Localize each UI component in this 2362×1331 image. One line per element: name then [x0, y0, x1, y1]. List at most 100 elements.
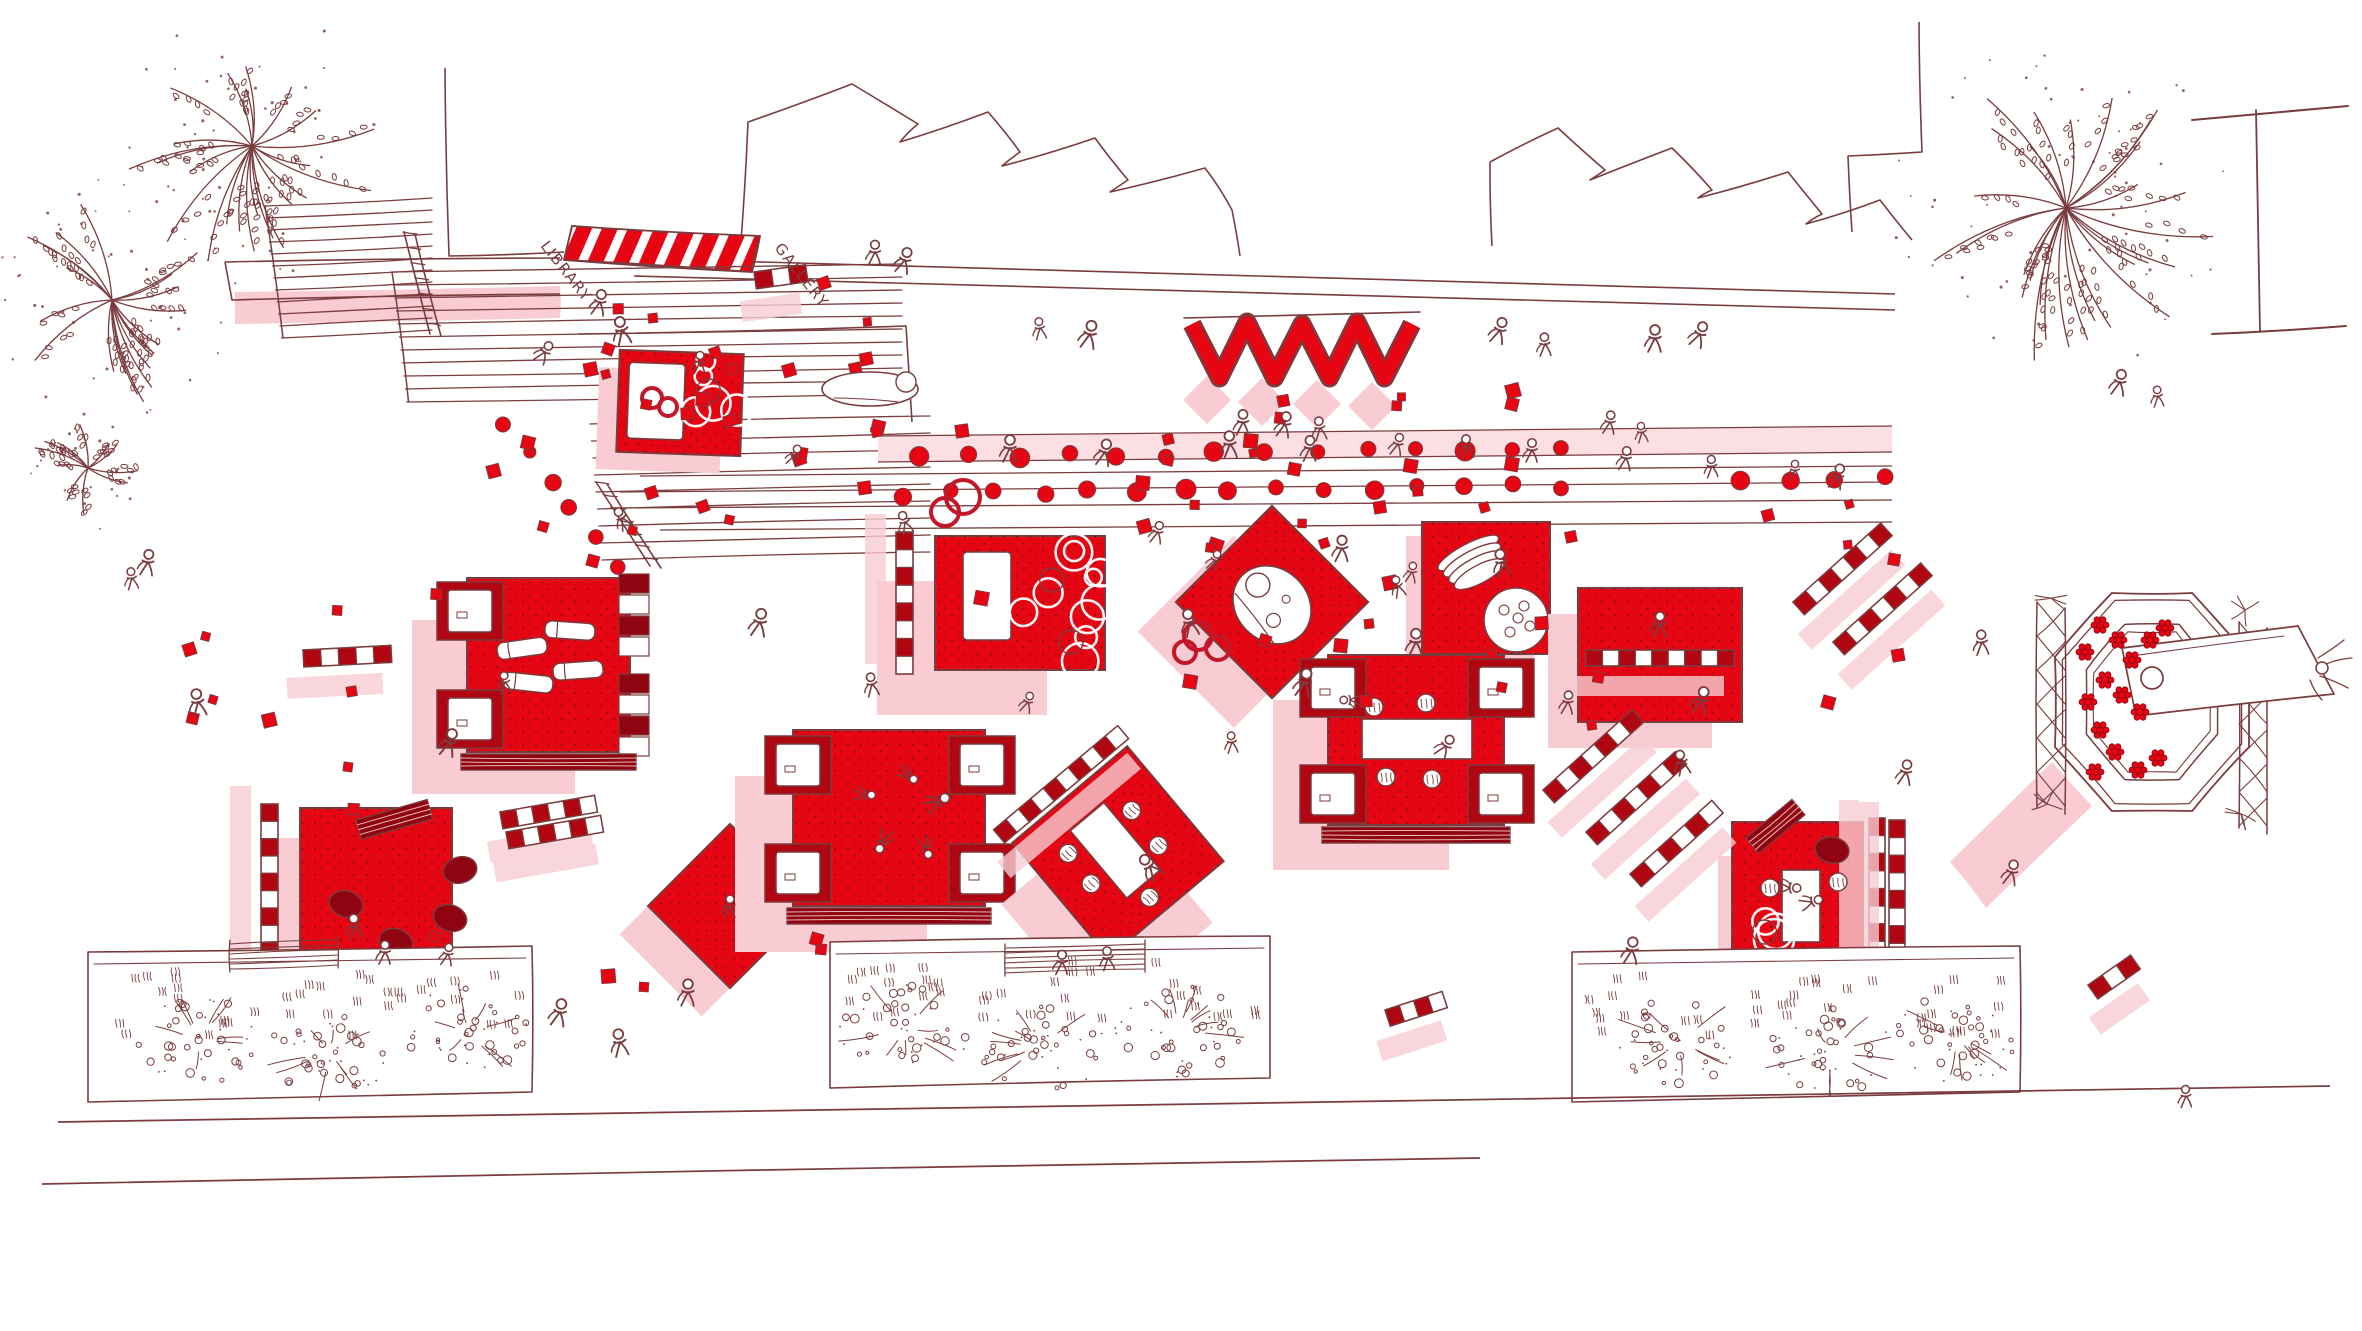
- person-figure: [874, 828, 894, 854]
- person-figure: [588, 289, 607, 317]
- slat-bench: [355, 798, 434, 841]
- person-figure: [1404, 627, 1423, 658]
- person-figure: [438, 942, 454, 967]
- person-figure: [497, 671, 512, 695]
- person-figure: [2108, 368, 2127, 397]
- person-figure: [375, 939, 391, 965]
- tree-sketch: [1894, 54, 2225, 361]
- person-figure: [1273, 411, 1292, 439]
- platform-food-art: [1406, 521, 1551, 668]
- striped-bench: [739, 263, 809, 323]
- striped-bench: [1376, 990, 1449, 1062]
- confetti-squares: [181, 275, 1906, 1001]
- striped-bench: [1541, 708, 1657, 838]
- person-figure: [853, 786, 877, 801]
- striped-bench: [1831, 561, 1946, 690]
- reclining-sculpture: [821, 371, 919, 407]
- person-figure: [346, 913, 364, 941]
- person-figure: [1620, 936, 1639, 966]
- person-figure: [895, 764, 919, 784]
- striped-bench: [1791, 521, 1906, 650]
- tree-sketch: [1, 178, 222, 414]
- striped-bench: [1584, 750, 1700, 880]
- building-outlines: [224, 21, 1923, 423]
- person-figure: [436, 728, 458, 759]
- person-figure: [1032, 317, 1048, 341]
- person-figure: [188, 688, 208, 719]
- person-figure: [2177, 1084, 2193, 1109]
- person-figure: [1522, 437, 1538, 463]
- person-figure: [1487, 316, 1508, 346]
- person-figure: [610, 1028, 630, 1058]
- person-figure: [613, 507, 634, 533]
- person-figure: [690, 350, 706, 375]
- person-figure: [1703, 454, 1719, 479]
- person-figure: [1402, 561, 1418, 584]
- platform-reading: [1273, 654, 1535, 870]
- hula-rings: [640, 386, 1232, 665]
- platform-yoga: [735, 729, 1016, 952]
- striped-bench: [286, 644, 393, 699]
- person-figure: [1687, 321, 1709, 350]
- person-figure: [1649, 611, 1667, 638]
- person-figure: [922, 792, 951, 815]
- person-figure: [1219, 430, 1238, 460]
- person-figure: [533, 340, 554, 366]
- person-figure: [1777, 878, 1802, 894]
- slat-bench: [1745, 798, 1806, 855]
- person-figure: [864, 672, 881, 698]
- person-figure: [1493, 548, 1512, 578]
- person-figure: [1018, 691, 1035, 715]
- person-figure: [1147, 520, 1165, 545]
- person-figure: [547, 998, 568, 1028]
- person-figure: [1077, 319, 1098, 351]
- people-figures: [124, 239, 2193, 1109]
- platform-loungers: [412, 573, 650, 794]
- person-figure: [1826, 463, 1846, 491]
- person-figure: [916, 834, 934, 860]
- slat-bench: [1321, 826, 1511, 844]
- person-figure: [1536, 332, 1552, 358]
- striped-bench: [865, 514, 914, 675]
- person-figure: [1387, 432, 1405, 457]
- striped-bench: [230, 786, 279, 961]
- tree-sketch: [30, 412, 139, 530]
- person-figure: [1599, 410, 1616, 435]
- person-figure: [1092, 438, 1113, 468]
- person-figure: [1558, 690, 1574, 715]
- person-figure: [613, 316, 633, 347]
- person-figure: [1339, 694, 1362, 709]
- person-figure: [1311, 416, 1328, 442]
- person-figure: [1138, 853, 1165, 883]
- platform-stage-small: [595, 348, 754, 474]
- person-figure: [1224, 731, 1239, 755]
- person-figure: [1331, 534, 1349, 563]
- person-figure: [2150, 385, 2165, 408]
- person-figure: [2000, 859, 2019, 887]
- person-figure: [1894, 759, 1913, 787]
- striped-bench: [1628, 799, 1737, 922]
- flag-pole: [2191, 105, 2349, 335]
- person-figure: [1458, 434, 1475, 460]
- trees: [1, 29, 2225, 530]
- striped-bench: [492, 814, 605, 883]
- person-figure: [747, 607, 768, 638]
- person-figure: [892, 247, 913, 276]
- platform-hoop-play: [865, 514, 1118, 715]
- person-figure: [1634, 421, 1649, 444]
- slat-bench: [460, 753, 637, 771]
- platform-badminton: [1548, 587, 1743, 748]
- entrance-awning: [563, 225, 761, 273]
- striped-bench: [992, 724, 1141, 879]
- person-figure: [1052, 949, 1069, 976]
- striped-bench: [2086, 954, 2150, 1035]
- slat-bench: [786, 907, 992, 925]
- person-figure: [1798, 894, 1824, 912]
- person-figure: [897, 510, 915, 536]
- person-figure: [1433, 734, 1455, 761]
- person-figure: [1643, 324, 1662, 353]
- person-figure: [784, 444, 802, 468]
- person-figure: [1674, 749, 1692, 777]
- planters: [87, 935, 2022, 1103]
